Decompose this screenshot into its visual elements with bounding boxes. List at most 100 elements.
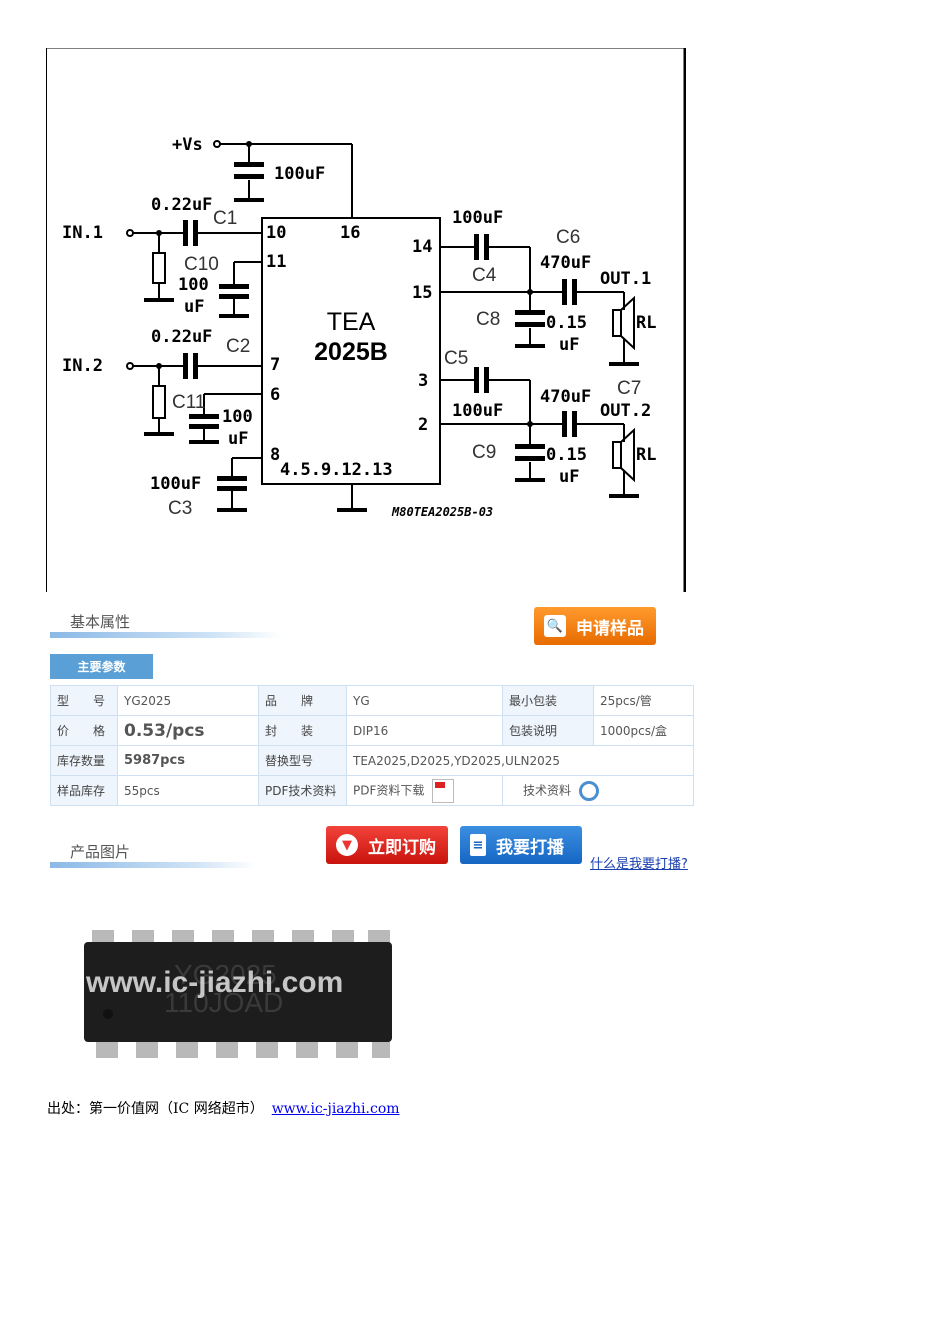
request-sample-button[interactable]: 🔍 申请样品 xyxy=(534,607,656,645)
c9-value-2: uF xyxy=(559,467,579,487)
c4-value: 100uF xyxy=(452,208,503,228)
chip-body xyxy=(84,942,392,1042)
in1-label: IN.1 xyxy=(62,223,103,243)
table-row: 样品库存 55pcs PDF技术资料 PDF资料下载 技术资料 xyxy=(50,775,694,806)
chip-marking-2: 110JOAD xyxy=(164,987,283,1018)
basic-properties-underline xyxy=(50,632,282,638)
c6-name: C6 xyxy=(556,227,580,248)
value-stock: 5987pcs xyxy=(117,745,259,776)
tech-docs-link[interactable]: 技术资料 xyxy=(523,783,572,797)
pin-7: 7 xyxy=(270,355,280,375)
chip-name-line1: TEA xyxy=(327,308,376,336)
c7-value: 470uF xyxy=(540,387,591,407)
value-sample-stock: 55pcs xyxy=(117,775,259,806)
amplifier-schematic: +Vs 100uF 0.22uF IN.1 IN.2 0.22uF 100 uF… xyxy=(46,48,686,592)
params-table: 型 号 YG2025 品 牌 YG 最小包装 25pcs/管 价 格 0.53/… xyxy=(50,685,694,806)
label-package-note: 包装说明 xyxy=(502,715,594,746)
rl1-label: RL xyxy=(636,313,656,333)
c8-name: C8 xyxy=(476,309,500,330)
pin-10: 10 xyxy=(266,223,286,243)
pin-2: 2 xyxy=(418,415,428,435)
document-icon: ≡ xyxy=(470,834,486,856)
c2-value: 0.22uF xyxy=(151,327,212,347)
buy-now-label: 立即订购 xyxy=(368,837,436,858)
pdf-download-cell[interactable]: PDF资料下载 xyxy=(346,775,503,806)
table-row: 型 号 YG2025 品 牌 YG 最小包装 25pcs/管 xyxy=(50,685,694,716)
pin-14: 14 xyxy=(412,237,432,257)
tech-docs-cell[interactable]: 技术资料 xyxy=(502,775,694,806)
table-row: 库存数量 5987pcs 替换型号 TEA2025,D2025,YD2025,U… xyxy=(50,745,694,776)
c2-name: C2 xyxy=(226,336,250,357)
pin-8: 8 xyxy=(270,445,280,465)
c11-value-2: uF xyxy=(228,429,248,449)
c11-value-1: 100 xyxy=(222,407,253,427)
label-price: 价 格 xyxy=(50,715,118,746)
c9-value-1: 0.15 xyxy=(546,445,587,465)
value-package: DIP16 xyxy=(346,715,503,746)
chip-pins-bottom xyxy=(96,1040,390,1058)
in2-label: IN.2 xyxy=(62,356,103,376)
label-package: 封 装 xyxy=(258,715,347,746)
table-row: 价 格 0.53/pcs 封 装 DIP16 包装说明 1000pcs/盒 xyxy=(50,715,694,746)
c-supply-value: 100uF xyxy=(274,164,325,184)
pin-16: 16 xyxy=(340,223,360,243)
request-sample-label: 申请样品 xyxy=(576,618,644,639)
chip-marking-1: YG2025 xyxy=(174,959,277,990)
out1-label: OUT.1 xyxy=(600,269,651,289)
value-min-package: 25pcs/管 xyxy=(593,685,694,716)
c6-value: 470uF xyxy=(540,253,591,273)
c7-name: C7 xyxy=(617,378,641,399)
value-model: YG2025 xyxy=(117,685,259,716)
value-replacement: TEA2025,D2025,YD2025,ULN2025 xyxy=(346,745,694,776)
c5-value: 100uF xyxy=(452,401,503,421)
c10-value-1: 100 xyxy=(178,275,209,295)
cart-icon: ▼ xyxy=(336,834,358,856)
broadcast-label: 我要打播 xyxy=(496,837,564,858)
c3-value: 100uF xyxy=(150,474,201,494)
product-image-title: 产品图片 xyxy=(70,843,131,861)
pdf-download-link[interactable]: PDF资料下载 xyxy=(353,783,425,797)
c8-value-1: 0.15 xyxy=(546,313,587,333)
label-brand: 品 牌 xyxy=(258,685,347,716)
value-package-note: 1000pcs/盒 xyxy=(593,715,694,746)
c3-name: C3 xyxy=(168,498,192,519)
pin-11: 11 xyxy=(266,252,286,272)
label-model: 型 号 xyxy=(50,685,118,716)
label-min-package: 最小包装 xyxy=(502,685,594,716)
label-sample-stock: 样品库存 xyxy=(50,775,118,806)
pin-ground: 4.5.9.12.13 xyxy=(280,460,393,480)
pin-15: 15 xyxy=(412,283,432,303)
source-footer: 出处：第一价值网（IC 网络超市） www.ic-jiazhi.com xyxy=(47,1098,400,1118)
c9-name: C9 xyxy=(472,442,496,463)
c10-name: C10 xyxy=(184,254,219,275)
buy-now-button[interactable]: ▼ 立即订购 xyxy=(326,826,448,864)
product-chip-image: YG2025 110JOAD www.ic-jiazhi.com xyxy=(84,930,392,1058)
c1-name: C1 xyxy=(213,208,237,229)
basic-properties-title: 基本属性 xyxy=(70,613,131,631)
out2-label: OUT.2 xyxy=(600,401,651,421)
label-stock: 库存数量 xyxy=(50,745,118,776)
c5-name: C5 xyxy=(444,348,468,369)
source-text: 出处：第一价值网（IC 网络超市） xyxy=(47,1101,264,1117)
chip-pins-top xyxy=(92,930,390,944)
magnifier-icon[interactable] xyxy=(578,780,599,801)
label-pdf: PDF技术资料 xyxy=(258,775,347,806)
source-link[interactable]: www.ic-jiazhi.com xyxy=(271,1101,400,1117)
value-brand: YG xyxy=(346,685,503,716)
document-search-icon: 🔍 xyxy=(544,615,566,637)
chip-pin1-dot xyxy=(103,1009,113,1019)
c11-name: C11 xyxy=(172,392,205,413)
supply-label: +Vs xyxy=(172,135,203,155)
c1-value: 0.22uF xyxy=(151,195,212,215)
label-replacement: 替换型号 xyxy=(258,745,347,776)
tab-main-params[interactable]: 主要参数 xyxy=(50,654,153,679)
pdf-icon[interactable] xyxy=(432,778,455,803)
pin-6: 6 xyxy=(270,385,280,405)
broadcast-button[interactable]: ≡ 我要打播 xyxy=(460,826,582,864)
rl2-label: RL xyxy=(636,445,656,465)
c8-value-2: uF xyxy=(559,335,579,355)
value-price: 0.53/pcs xyxy=(117,715,259,746)
pin-3: 3 xyxy=(418,371,428,391)
what-is-broadcast-link[interactable]: 什么是我要打播? xyxy=(590,857,688,872)
chip-name-line2: 2025B xyxy=(314,338,388,366)
